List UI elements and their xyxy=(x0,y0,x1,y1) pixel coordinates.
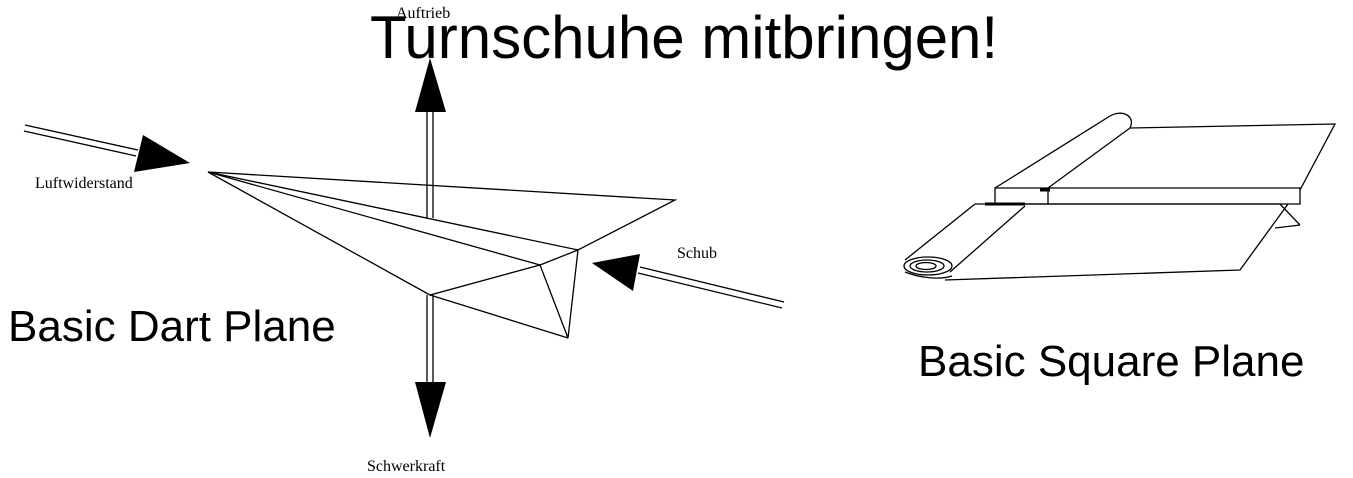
lift-force-arrow xyxy=(415,58,446,218)
thrust-label: Schub xyxy=(677,245,717,262)
drag-label: Luftwiderstand xyxy=(35,175,133,192)
drag-force-arrow xyxy=(23,124,190,172)
gravity-force-arrow xyxy=(415,295,446,438)
dart-plane-caption: Basic Dart Plane xyxy=(8,302,336,351)
lift-label: Auftrieb xyxy=(396,5,451,22)
slide-title: Turnschuhe mitbringen! xyxy=(370,4,999,71)
thrust-force-arrow xyxy=(592,254,785,309)
gravity-label: Schwerkraft xyxy=(367,458,446,475)
square-plane-caption: Basic Square Plane xyxy=(918,337,1305,386)
square-plane-drawing xyxy=(903,112,1337,281)
dart-plane-drawing xyxy=(207,171,678,339)
